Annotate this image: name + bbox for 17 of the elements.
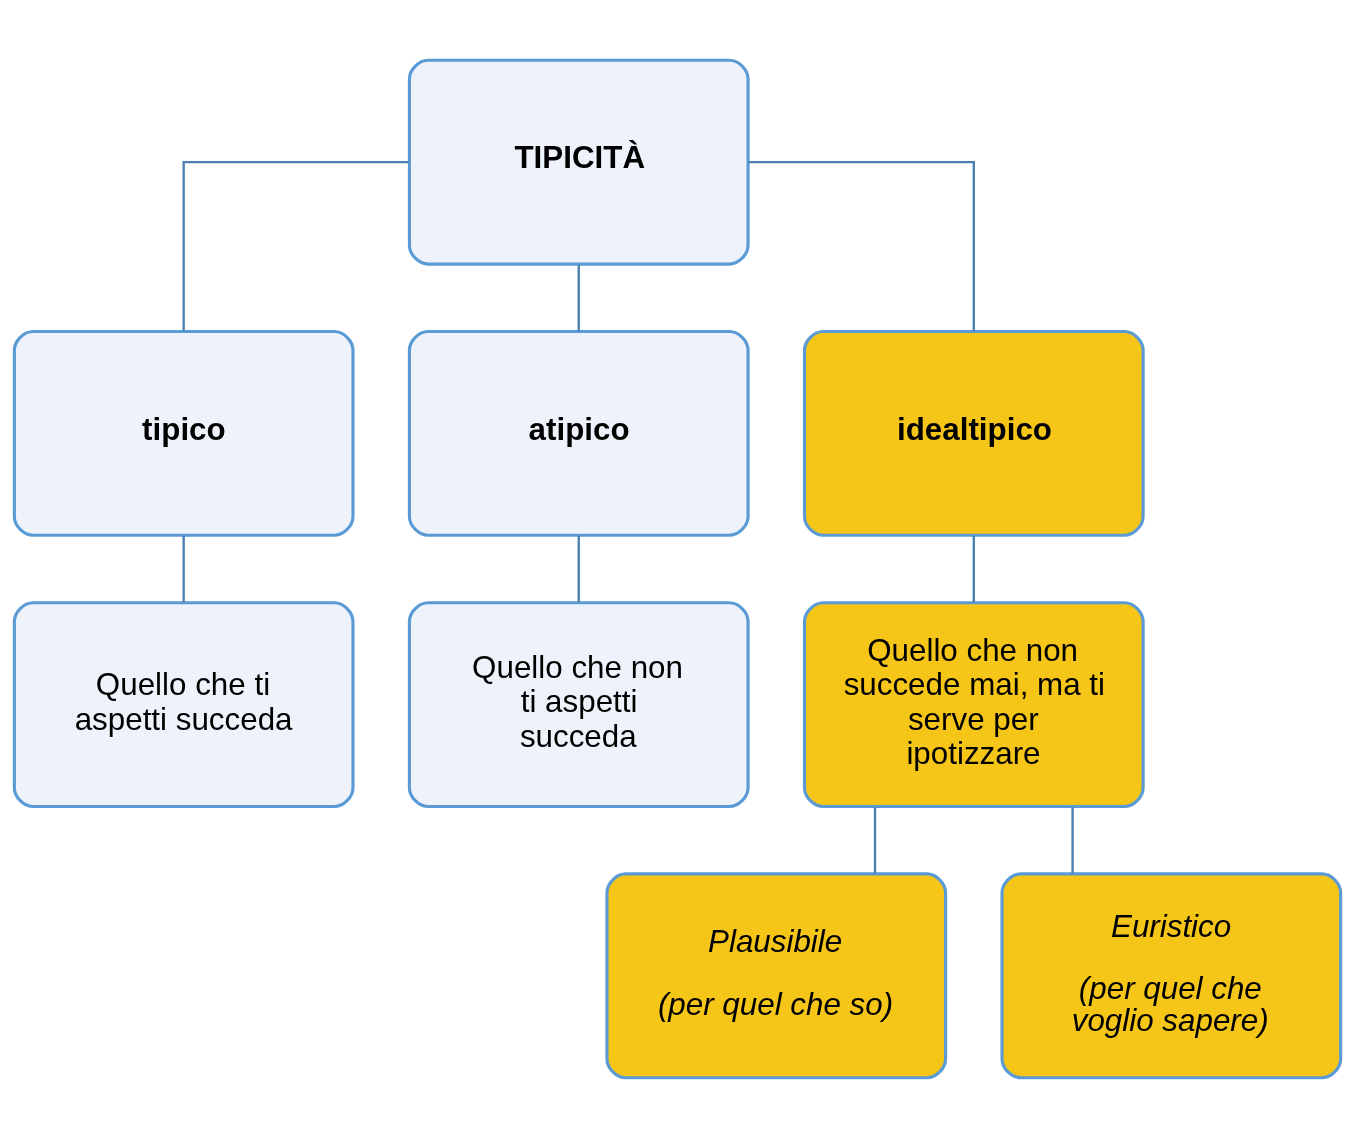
- node-box: idealtipico: [802, 329, 1145, 537]
- node-box: TIPICITÀ: [407, 58, 750, 266]
- node-box: Quello che non ti aspetti succeda: [407, 601, 750, 809]
- node-box: atipico: [407, 329, 750, 537]
- node-box: Plausibile (per quel che so): [605, 872, 948, 1080]
- connector: [182, 161, 409, 331]
- connector: [748, 161, 975, 331]
- node-box: Euristico (per quel che voglio sapere): [1000, 872, 1343, 1080]
- connector: [182, 535, 185, 603]
- node-box: Quello che non succede mai, ma ti serve per ipotizzare: [802, 601, 1145, 809]
- node-box: tipico: [12, 329, 355, 537]
- connector: [972, 535, 975, 603]
- connector: [577, 535, 580, 603]
- connector: [577, 264, 580, 332]
- node-box: Quello che ti aspetti succeda: [12, 601, 355, 809]
- connector: [873, 807, 877, 874]
- connector: [1071, 807, 1074, 874]
